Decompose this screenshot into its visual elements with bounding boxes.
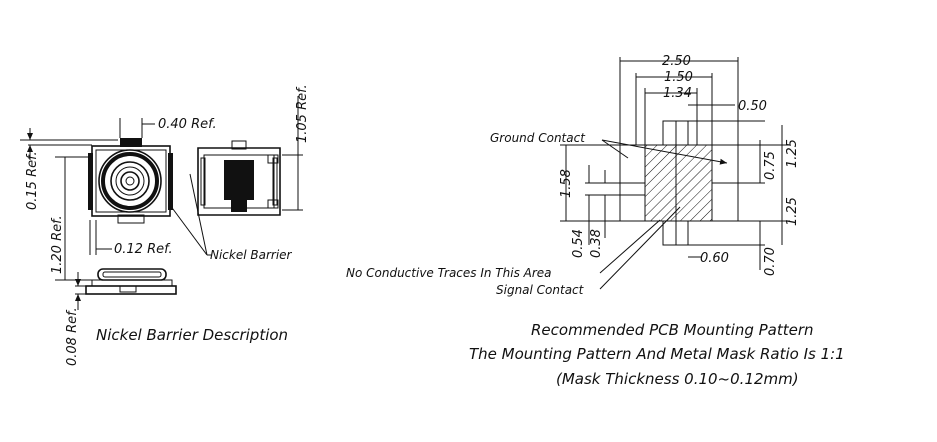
dim-1-05-ref: 1.05 Ref.	[295, 84, 310, 143]
dim-0-38: 0.38	[589, 229, 604, 258]
dim-0-40-ref: 0.40 Ref.	[158, 117, 217, 132]
dim-1-50: 1.50	[664, 70, 693, 85]
dim-1-25-top: 1.25	[785, 139, 800, 168]
label-ground-contact: Ground Contact	[490, 131, 586, 145]
dim-0-12-ref: 0.12 Ref.	[114, 242, 173, 257]
connector-front-view	[75, 268, 177, 310]
dim-0-15-ref: 0.15 Ref.	[25, 151, 40, 210]
dim-0-75: 0.75	[763, 151, 778, 180]
dim-2-50: 2.50	[662, 54, 691, 69]
label-signal-contact: Signal Contact	[496, 283, 585, 297]
caption-line-2: The Mounting Pattern And Metal Mask Rati…	[469, 345, 845, 363]
caption-line-1: Recommended PCB Mounting Pattern	[531, 321, 814, 339]
dim-0-54: 0.54	[571, 229, 586, 258]
connector-side-view	[197, 140, 281, 216]
connector-top-view	[88, 138, 173, 224]
dim-0-08-ref: 0.08 Ref.	[65, 307, 80, 366]
dim-1-58: 1.58	[559, 169, 574, 198]
dim-0-70: 0.70	[763, 247, 778, 276]
dim-1-25-bottom: 1.25	[785, 197, 800, 226]
label-nickel-barrier: Nickel Barrier	[210, 248, 293, 262]
dim-1-34: 1.34	[663, 86, 692, 101]
dim-0-50: 0.50	[738, 99, 767, 114]
left-dimension-lines	[20, 118, 212, 281]
label-no-conductive-traces: No Conductive Traces In This Area	[346, 266, 552, 280]
side-dimension-lines	[282, 96, 303, 211]
caption-line-3: (Mask Thickness 0.10~0.12mm)	[556, 370, 799, 388]
dim-1-20-ref: 1.20 Ref.	[50, 215, 65, 274]
pattern-dimension-lines	[560, 57, 790, 290]
caption-nickel-barrier: Nickel Barrier Description	[96, 326, 288, 344]
dim-0-60: 0.60	[700, 251, 729, 266]
